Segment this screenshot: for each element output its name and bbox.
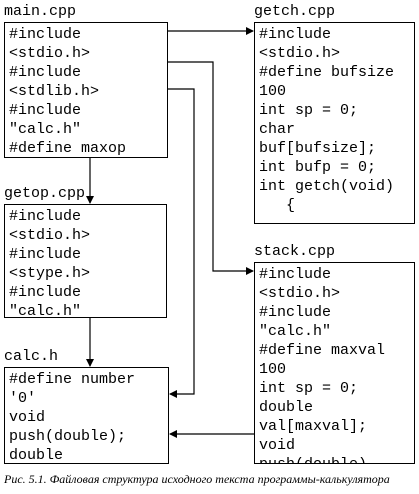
code-line: push(double);	[9, 428, 127, 445]
code-line: <stdio.h>	[9, 227, 91, 244]
code-line: char	[259, 121, 296, 138]
code-line: #include	[259, 266, 332, 283]
code-line: int sp = 0;	[259, 102, 359, 119]
figure-caption: Рис. 5.1. Файловая структура исходного т…	[4, 472, 390, 486]
code-line: <stype.h>	[9, 265, 91, 282]
code-line: double	[259, 399, 314, 416]
code-line: '0'	[9, 390, 37, 407]
code-line: void	[259, 437, 296, 454]
code-line: #define bufsize	[259, 64, 395, 81]
getop-cpp-box: #include <stdio.h> #include <stype.h> #i…	[4, 204, 167, 318]
code-line: int bufp = 0;	[259, 159, 377, 176]
code-line: "calc.h"	[9, 121, 82, 138]
code-line: int getch(void)	[259, 178, 395, 195]
arrow-main-to-stack	[168, 61, 254, 275]
code-line: void	[9, 409, 46, 426]
code-line: <stdlib.h>	[9, 83, 100, 100]
main-cpp-box: #include <stdio.h> #include <stdlib.h> #…	[4, 22, 168, 158]
code-line: #include	[9, 102, 82, 119]
code-line: #include	[259, 304, 332, 321]
code-line: buf[bufsize];	[259, 140, 377, 157]
code-line: #include	[9, 26, 82, 43]
code-line: <stdio.h>	[259, 285, 341, 302]
code-line: #include	[9, 284, 82, 301]
code-line: <stdio.h>	[259, 45, 341, 62]
stack-cpp-title: stack.cpp	[254, 243, 336, 260]
code-line: #include	[9, 246, 82, 263]
calc-h-title: calc.h	[4, 348, 59, 365]
code-line: {	[259, 197, 296, 214]
stack-cpp-box: #include <stdio.h> #include "calc.h" #de…	[254, 262, 415, 464]
code-line: "calc.h"	[9, 303, 82, 318]
code-line: val[maxval];	[259, 418, 368, 435]
code-line: double	[9, 447, 64, 464]
getop-cpp-title: getop.cpp	[4, 185, 86, 202]
code-line: 100	[259, 83, 287, 100]
code-line: "calc.h"	[259, 323, 332, 340]
getch-cpp-box: #include <stdio.h> #define bufsize 100 i…	[254, 22, 415, 224]
code-line: #define maxval	[259, 342, 386, 359]
code-line: #define number	[9, 371, 136, 388]
code-line: int sp = 0;	[259, 380, 359, 397]
code-line: ...	[259, 215, 414, 223]
code-line: #include	[9, 64, 82, 81]
main-cpp-title: main.cpp	[4, 3, 77, 20]
arrow-main-to-calc	[168, 88, 195, 398]
code-line: 100	[259, 361, 287, 378]
code-line: #include	[259, 26, 332, 43]
code-line: #include	[9, 208, 82, 225]
calc-h-box: #define number '0' void push(double); do…	[4, 367, 169, 464]
code-line: #define maxop	[9, 140, 127, 157]
getch-cpp-title: getch.cpp	[254, 3, 336, 20]
code-line: push(double)	[259, 455, 414, 463]
code-line: <stdio.h>	[9, 45, 91, 62]
